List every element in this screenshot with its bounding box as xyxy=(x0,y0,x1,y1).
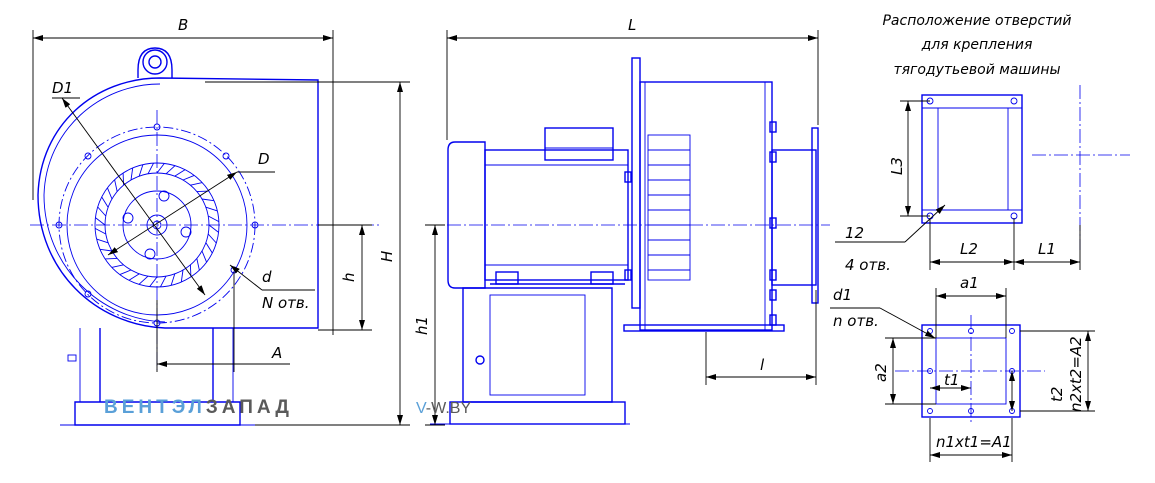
front-view: B D1 D d N отв. h H A xyxy=(30,16,410,426)
impeller-blade xyxy=(170,273,176,286)
impeller-blade xyxy=(119,269,132,276)
impeller-blade xyxy=(138,164,144,177)
impeller-blade xyxy=(111,264,124,268)
impeller-blade xyxy=(205,242,213,254)
impeller-blade xyxy=(130,167,134,181)
label-hole-size: 12 xyxy=(845,224,864,242)
impeller-blade xyxy=(147,162,154,175)
impeller-blade xyxy=(101,196,109,208)
side-view: L h1 l xyxy=(413,16,830,426)
label-l: l xyxy=(760,356,765,374)
impeller-blade xyxy=(174,169,186,177)
mount-title-line-1: Расположение отверстий xyxy=(882,13,1071,29)
label-H: H xyxy=(378,251,396,262)
terminal-box xyxy=(544,127,614,161)
lifting-eye xyxy=(142,49,168,75)
impeller-blade xyxy=(180,269,184,283)
impeller-blade xyxy=(97,206,107,217)
label-L3: L3 xyxy=(888,157,906,175)
motor-end-cap xyxy=(447,141,486,289)
pedestal xyxy=(462,287,613,403)
label-B: B xyxy=(178,16,188,34)
label-n1t1: n1xt1=A1 xyxy=(936,433,1012,451)
watermark-brand-a: ВЕНТЭЛ xyxy=(104,397,206,418)
label-D1: D1 xyxy=(52,79,73,97)
impeller-blade xyxy=(128,273,140,281)
impeller-blade xyxy=(201,250,208,263)
fan-housing xyxy=(639,81,773,331)
impeller-blade xyxy=(105,257,118,260)
impeller-side xyxy=(647,134,691,281)
label-t1: t1 xyxy=(944,371,959,389)
watermark-site-a: V xyxy=(416,400,427,417)
scroll-housing xyxy=(37,77,319,329)
impeller-blade xyxy=(207,233,217,244)
impeller-blade xyxy=(208,224,219,233)
label-t2: t2 xyxy=(1048,387,1066,402)
mount-title-line-3: тягодутьевой машины xyxy=(893,62,1060,78)
flange-view: a1 d1 n отв. a2 t1 t2 n2xt2=A2 n1xt1=A1 xyxy=(830,274,1095,462)
impeller-blade xyxy=(96,238,109,244)
label-n-holes: n отв. xyxy=(833,312,879,330)
label-n2t2: n2xt2=A2 xyxy=(1067,336,1085,412)
impeller-blade xyxy=(201,198,215,202)
mount-pattern-view: Расположение отверстий для крепления тяг… xyxy=(835,13,1130,274)
impeller-blade xyxy=(160,275,167,288)
impeller-blade xyxy=(94,228,107,235)
mount-title-line-2: для крепления xyxy=(921,37,1033,53)
inlet-nozzle xyxy=(771,149,817,286)
impeller-blade xyxy=(156,163,165,174)
label-D: D xyxy=(258,150,270,168)
label-h: h xyxy=(340,272,358,282)
label-a2: a2 xyxy=(872,363,890,382)
svg-text:ВЕНТЭЛЗАПАД: ВЕНТЭЛЗАПАД xyxy=(104,397,293,418)
impeller-blade xyxy=(182,174,195,181)
label-L2: L2 xyxy=(960,240,978,258)
motor-body xyxy=(484,149,629,281)
impeller-blade xyxy=(207,215,220,222)
label-N-holes: N отв. xyxy=(262,294,310,312)
impeller-blade xyxy=(149,276,158,287)
label-h1: h1 xyxy=(413,316,431,335)
mounting-flange xyxy=(631,57,641,309)
label-a1: a1 xyxy=(960,274,979,292)
label-hole-count: 4 отв. xyxy=(845,256,891,274)
impeller-blade xyxy=(196,258,200,271)
impeller-blade xyxy=(114,179,118,192)
impeller-blade xyxy=(165,165,176,175)
impeller-blade xyxy=(205,206,218,212)
label-d1: d1 xyxy=(833,286,852,304)
impeller-blade xyxy=(106,187,113,200)
label-L: L xyxy=(628,16,636,34)
watermark: ВЕНТЭЛЗАПАД V-W.BY xyxy=(104,397,471,418)
impeller-blade xyxy=(138,275,149,285)
label-L1: L1 xyxy=(1038,240,1056,258)
impeller-blade xyxy=(95,217,106,226)
watermark-site-b: -W.BY xyxy=(426,400,472,417)
label-d: d xyxy=(262,268,272,286)
impeller-blade xyxy=(190,182,203,186)
impeller-blade xyxy=(99,248,113,252)
svg-text:V-W.BY: V-W.BY xyxy=(416,400,471,417)
watermark-brand-b: ЗАПАД xyxy=(206,397,293,418)
label-A: A xyxy=(271,344,282,362)
